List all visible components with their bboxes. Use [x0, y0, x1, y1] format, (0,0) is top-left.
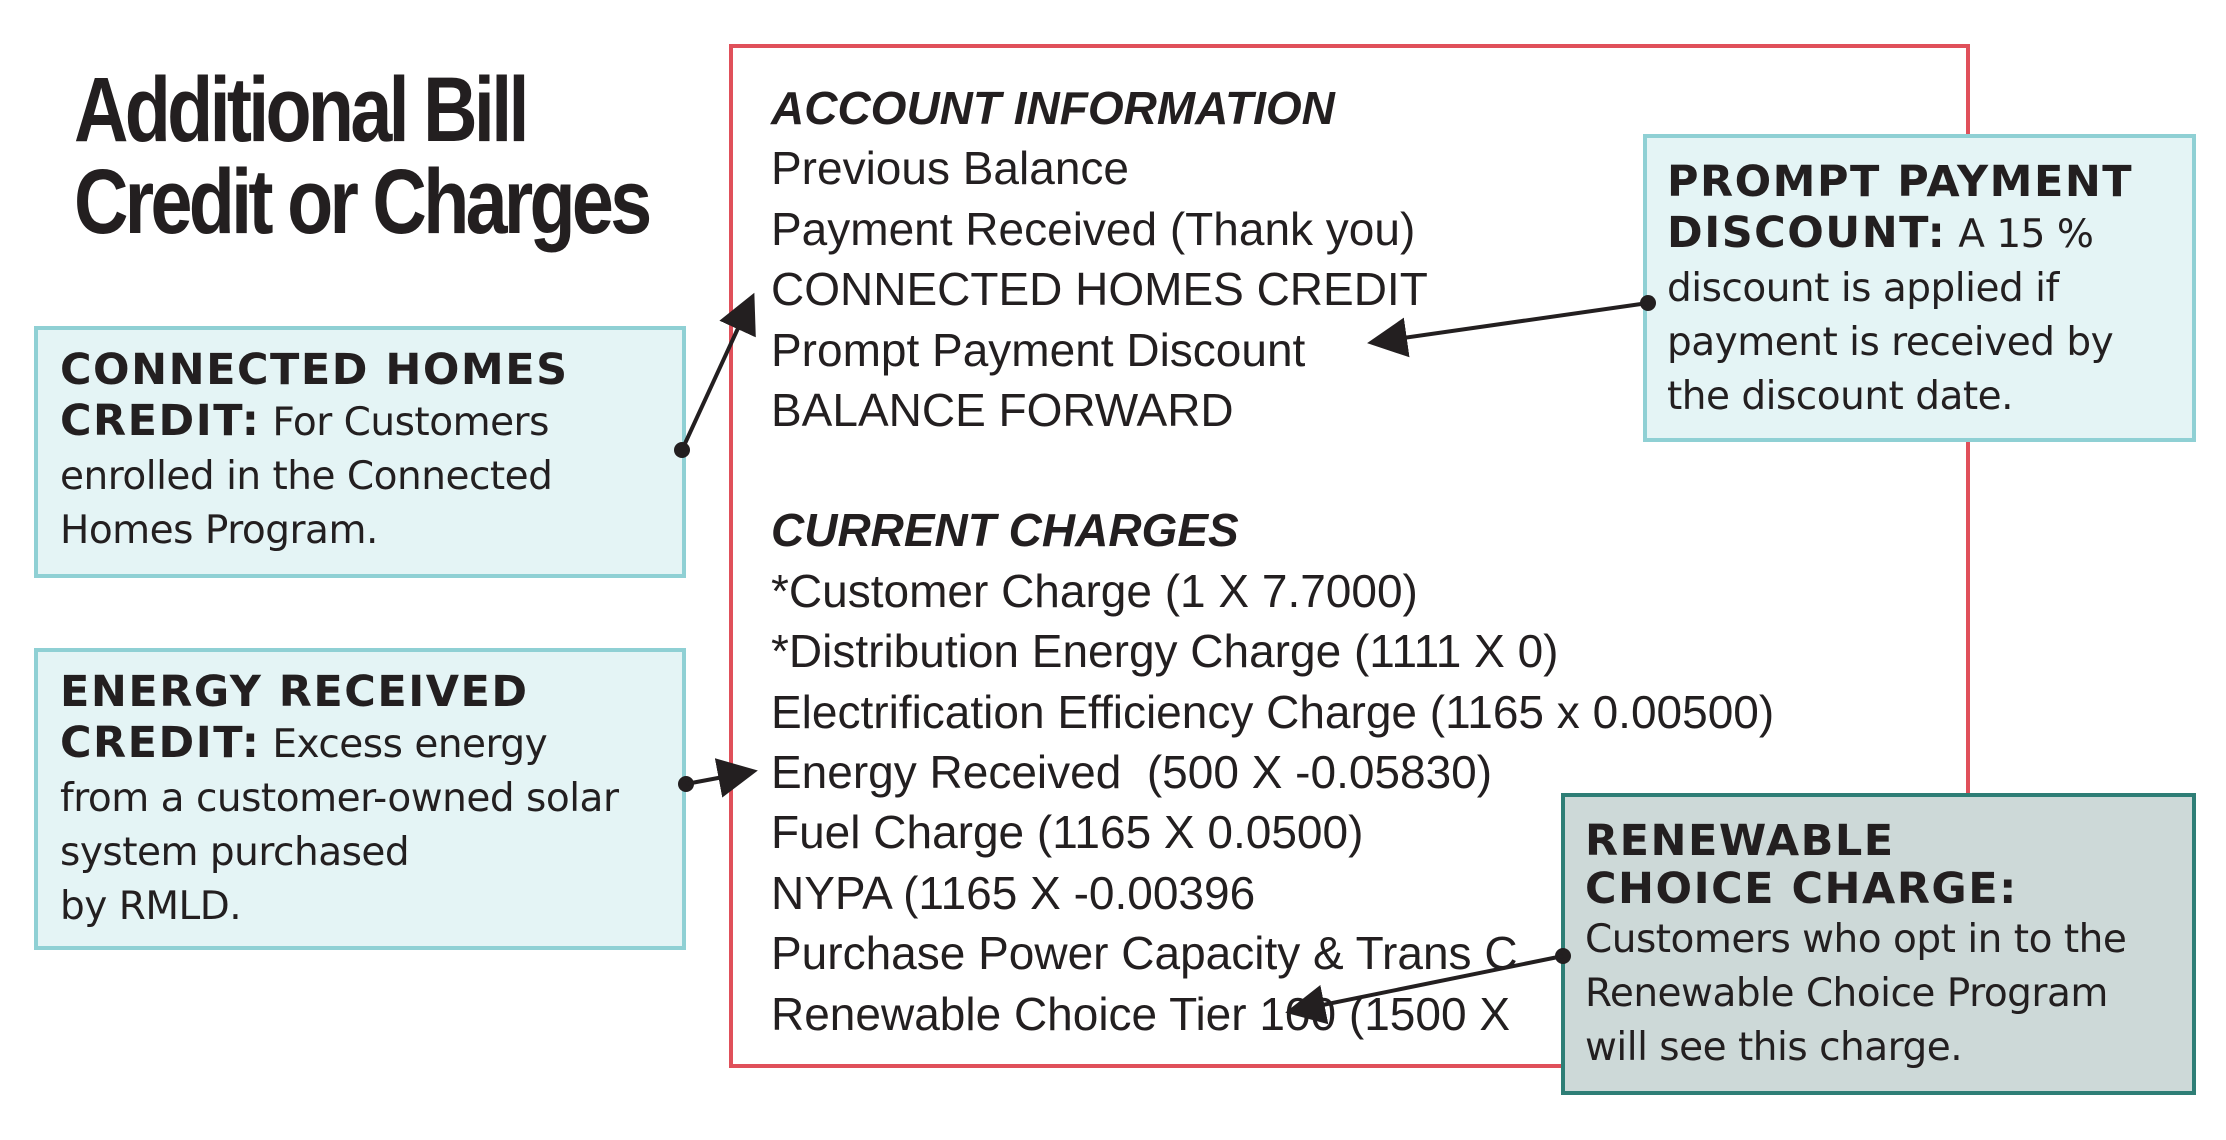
bill-line-prompt-payment-discount: Prompt Payment Discount — [771, 323, 1306, 376]
callout-line: Homes Program. — [60, 508, 378, 553]
callout-body: CREDIT: Excess energy from a customer-ow… — [60, 716, 662, 934]
current-charges-heading: CURRENT CHARGES — [771, 504, 1239, 557]
callout-first-line: CREDIT: For Customers — [60, 394, 662, 450]
callout-first-line: CREDIT: Excess energy — [60, 716, 662, 772]
bill-line-electrification-efficiency-charge: Electrification Efficiency Charge (1165 … — [771, 685, 1775, 738]
callout-line: will see this charge. — [1585, 1025, 1963, 1070]
callout-line: Customers who opt in to the — [1585, 917, 2127, 962]
callout-energy-received-credit: ENERGY RECEIVED CREDIT: Excess energy fr… — [34, 648, 686, 950]
callout-first-text: For Customers — [260, 400, 549, 445]
bill-line-balance-forward: BALANCE FORWARD — [771, 383, 1234, 436]
callout-heading-line-1: RENEWABLE — [1585, 816, 1895, 866]
bill-content: ACCOUNT INFORMATION Previous Balance Pay… — [771, 78, 1971, 1044]
section-spacer — [771, 440, 1971, 500]
callout-lead: CREDIT: — [60, 718, 261, 768]
callout-heading-line-2: CHOICE CHARGE: — [1585, 864, 2018, 914]
callout-renewable-choice-charge: RENEWABLE CHOICE CHARGE: Customers who o… — [1561, 793, 2196, 1095]
callout-line: enrolled in the Connected — [60, 454, 553, 499]
callout-line: the discount date. — [1667, 374, 2014, 419]
bill-line-previous-balance: Previous Balance — [771, 142, 1129, 195]
page-title: Additional Bill Credit or Charges — [74, 59, 652, 253]
callout-first-line: DISCOUNT: A 15 % — [1667, 206, 2182, 262]
callout-heading: ENERGY RECEIVED — [60, 667, 529, 717]
callout-body: CREDIT: For Customers enrolled in the Co… — [60, 394, 662, 558]
account-information-heading: ACCOUNT INFORMATION — [771, 82, 1335, 134]
callout-lead: DISCOUNT: — [1667, 208, 1947, 258]
callout-first-text: Excess energy — [260, 722, 548, 767]
bill-line-fuel-charge: Fuel Charge (1165 X 0.0500) — [771, 806, 1364, 859]
callout-line: discount is applied if — [1667, 266, 2059, 311]
callout-line: from a customer-owned solar — [60, 776, 619, 821]
callout-line: by RMLD. — [60, 884, 242, 929]
bill-line-connected-homes-credit: CONNECTED HOMES CREDIT — [771, 263, 1428, 316]
bill-line-payment-received: Payment Received (Thank you) — [771, 202, 1416, 255]
callout-first-text: A 15 % — [1946, 212, 2094, 257]
title-line-2: Credit or Charges — [74, 151, 652, 253]
title-line-1: Additional Bill — [74, 59, 529, 161]
bill-line-customer-charge: *Customer Charge (1 X 7.7000) — [771, 564, 1418, 617]
callout-connected-homes-credit: CONNECTED HOMES CREDIT: For Customers en… — [34, 326, 686, 578]
callout-heading: CONNECTED HOMES — [60, 345, 569, 395]
callout-prompt-payment-discount: PROMPT PAYMENT DISCOUNT: A 15 % discount… — [1643, 134, 2196, 442]
callout-heading: PROMPT PAYMENT — [1667, 157, 2134, 207]
bill-line-purchase-power-capacity: Purchase Power Capacity & Trans C — [771, 927, 1518, 980]
bill-line-nypa: NYPA (1165 X -0.00396 — [771, 866, 1256, 919]
callout-line: system purchased — [60, 830, 410, 875]
bill-line-energy-received: Energy Received (500 X -0.05830) — [771, 745, 1493, 798]
callout-body: DISCOUNT: A 15 % discount is applied if … — [1667, 206, 2182, 424]
callout-lead: CREDIT: — [60, 396, 261, 446]
bill-line-distribution-energy-charge: *Distribution Energy Charge (1111 X 0) — [771, 625, 1559, 678]
callout-line: payment is received by — [1667, 320, 2114, 365]
callout-line: Renewable Choice Program — [1585, 971, 2108, 1016]
callout-body: Customers who opt in to the Renewable Ch… — [1585, 913, 2182, 1075]
